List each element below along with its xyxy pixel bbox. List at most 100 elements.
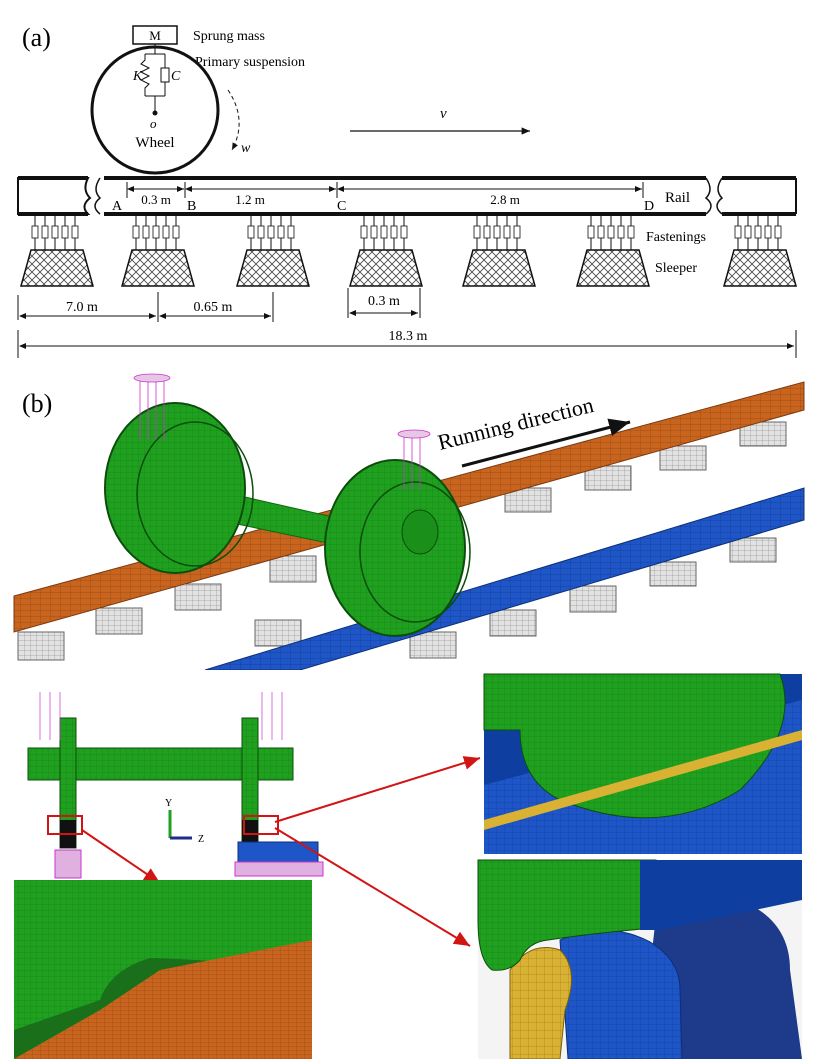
callout-arrow-bottom-right (274, 827, 471, 947)
panel-a-label: (a) (22, 23, 51, 52)
fastening-damper (31, 225, 39, 239)
point-c-label: C (337, 199, 346, 214)
fastening-damper (627, 225, 635, 239)
fastening-damper (734, 225, 742, 239)
wheel-left-hub (136, 421, 254, 567)
wheel-left (104, 402, 246, 574)
omega-symbol: w (241, 141, 251, 156)
sleeper-block (349, 249, 423, 287)
axle-end (401, 509, 439, 555)
sleeper-block (576, 249, 650, 287)
sleeper-unit (723, 214, 797, 287)
wheel-label: Wheel (135, 135, 174, 151)
fastening-damper (61, 225, 69, 239)
fastening-damper (51, 225, 59, 239)
fastening-damper (764, 225, 772, 239)
fastening-damper (483, 225, 491, 239)
fastening-damper (587, 225, 595, 239)
suspension-element (139, 44, 170, 112)
axis-y-label: Y (165, 798, 172, 809)
sleeper-block (121, 249, 195, 287)
dim-spacing: 0.65 m (194, 300, 233, 315)
load-markers-right (397, 429, 431, 490)
fastening-damper (142, 225, 150, 239)
fastening-damper (152, 225, 160, 239)
fastening-damper (513, 225, 521, 239)
sprung-mass-label: Sprung mass (193, 29, 265, 44)
fastenings-label: Fastenings (646, 230, 706, 245)
point-d-label: D (644, 199, 654, 214)
fe-model-view: (b) Running direction (13, 373, 805, 671)
fastening-damper (503, 225, 511, 239)
callout-arrow-top-right (274, 756, 481, 823)
dim-sleeper-width: 0.3 m (368, 294, 400, 309)
zoom-contact-bottom-right (477, 859, 802, 1060)
sleeper-block (723, 249, 797, 287)
sleeper-block (20, 249, 94, 287)
fastening-damper (287, 225, 295, 239)
wheel-right (324, 459, 466, 637)
front-view-wheelset (27, 692, 324, 879)
fastening-damper (132, 225, 140, 239)
sleeper-unit (121, 214, 195, 287)
fastening-damper (400, 225, 408, 239)
fastening-damper (380, 225, 388, 239)
primary-suspension-label: Primary suspension (195, 55, 305, 70)
fastening-damper (754, 225, 762, 239)
detail-panel: Y Z (0, 670, 816, 1060)
sleeper-unit (576, 214, 650, 287)
sleeper-unit (236, 214, 310, 287)
fe-sleepers (17, 421, 787, 661)
fastening-damper (744, 225, 752, 239)
fastening-damper (247, 225, 255, 239)
fastening-damper (473, 225, 481, 239)
dim-cd: 2.8 m (490, 192, 520, 207)
o-symbol: o (150, 116, 157, 131)
fastening-damper (162, 225, 170, 239)
dim-ab: 0.3 m (141, 192, 171, 207)
point-b-label: B (187, 199, 196, 214)
panel-b: (b) Running direction (0, 370, 816, 671)
callout-box-right (243, 815, 279, 835)
fastening-damper (257, 225, 265, 239)
sleepers-group (20, 214, 797, 287)
fastening-damper (71, 225, 79, 239)
fastening-damper (172, 225, 180, 239)
fastening-damper (607, 225, 615, 239)
sleeper-block (462, 249, 536, 287)
sleeper-block (236, 249, 310, 287)
sleeper-unit (349, 214, 423, 287)
wheel-right-hub (359, 481, 471, 623)
fastening-damper (493, 225, 501, 239)
fastening-damper (774, 225, 782, 239)
fastening-damper (370, 225, 378, 239)
schematic-diagram: (a) M Sprung mass Primary suspension K C… (17, 23, 797, 358)
detail-views: Y Z (14, 673, 802, 1060)
sprung-mass-symbol: M (149, 28, 161, 43)
fastening-damper (360, 225, 368, 239)
wheel-center-dot (152, 110, 158, 116)
fastening-damper (597, 225, 605, 239)
callout-arrow-left (81, 829, 161, 884)
zoom-contact-top-right (483, 673, 802, 854)
running-direction-arrow (461, 418, 631, 468)
sleeper-unit (20, 214, 94, 287)
dim-bc: 1.2 m (235, 192, 265, 207)
rail-beam (17, 176, 797, 216)
load-markers-left (133, 373, 171, 440)
fastening-damper (390, 225, 398, 239)
sleeper-unit (462, 214, 536, 287)
c-symbol: C (171, 69, 181, 84)
dim-total: 18.3 m (389, 329, 428, 344)
fastening-damper (267, 225, 275, 239)
axis-z-label: Z (198, 834, 204, 845)
rail-label: Rail (665, 190, 690, 206)
dim-left: 7.0 m (66, 300, 98, 315)
point-a-label: A (112, 199, 123, 214)
fastening-damper (41, 225, 49, 239)
panel-b-label: (b) (22, 389, 52, 418)
fastening-damper (277, 225, 285, 239)
sleeper-label: Sleeper (655, 261, 697, 276)
axis-triad: Y Z (165, 798, 204, 845)
fastening-damper (617, 225, 625, 239)
